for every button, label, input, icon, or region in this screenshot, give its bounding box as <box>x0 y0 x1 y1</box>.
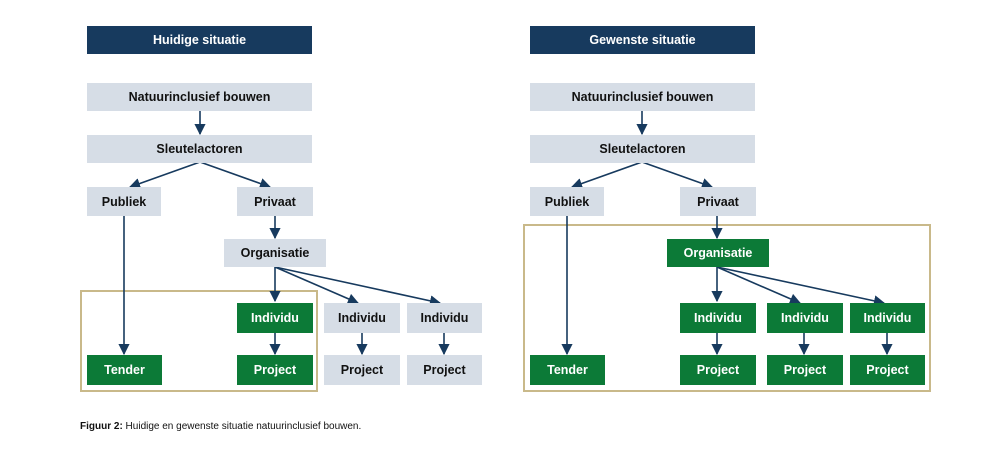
left-project-node-3: Project <box>407 355 482 385</box>
figure-caption-label: Figuur 2: <box>80 421 123 432</box>
left-tender-node: Tender <box>87 355 162 385</box>
left-privaat-node: Privaat <box>237 187 313 216</box>
arrow-sleutelactoren-to-publiek-r <box>570 161 643 189</box>
right-root-node: Natuurinclusief bouwen <box>530 83 755 111</box>
arrow-organisatie-to-individu-2 <box>274 266 360 305</box>
arrow-sleutelactoren-to-privaat-r <box>641 161 714 189</box>
left-publiek-node: Publiek <box>87 187 161 216</box>
right-sleutelactoren-node: Sleutelactoren <box>530 135 755 163</box>
left-highlight-frame <box>80 290 318 392</box>
right-individu-node-1: Individu <box>680 303 756 333</box>
left-sleutelactoren-node: Sleutelactoren <box>87 135 312 163</box>
arrow-organisatie-to-individu-2-r <box>716 266 802 305</box>
left-individu-node-1: Individu <box>237 303 313 333</box>
right-highlight-frame <box>523 224 931 392</box>
right-tender-node: Tender <box>530 355 605 385</box>
left-organisatie-node: Organisatie <box>224 239 326 267</box>
right-individu-node-3: Individu <box>850 303 925 333</box>
figure-caption: Figuur 2: Huidige en gewenste situatie n… <box>80 421 361 432</box>
right-individu-node-2: Individu <box>767 303 843 333</box>
left-project-node-1: Project <box>237 355 313 385</box>
arrow-organisatie-to-individu-3 <box>274 266 442 307</box>
right-project-node-3: Project <box>850 355 925 385</box>
right-project-node-2: Project <box>767 355 843 385</box>
arrow-sleutelactoren-to-publiek <box>128 161 201 189</box>
left-individu-node-2: Individu <box>324 303 400 333</box>
figure-caption-text: Huidige en gewenste situatie natuurinclu… <box>122 421 362 432</box>
left-project-node-2: Project <box>324 355 400 385</box>
left-root-node: Natuurinclusief bouwen <box>87 83 312 111</box>
left-individu-node-3: Individu <box>407 303 482 333</box>
arrow-organisatie-to-individu-3-r <box>716 266 886 307</box>
right-publiek-node: Publiek <box>530 187 604 216</box>
left-title: Huidige situatie <box>87 26 312 54</box>
right-organisatie-node: Organisatie <box>667 239 769 267</box>
right-privaat-node: Privaat <box>680 187 756 216</box>
right-project-node-1: Project <box>680 355 756 385</box>
arrow-sleutelactoren-to-privaat <box>199 161 272 189</box>
right-title: Gewenste situatie <box>530 26 755 54</box>
